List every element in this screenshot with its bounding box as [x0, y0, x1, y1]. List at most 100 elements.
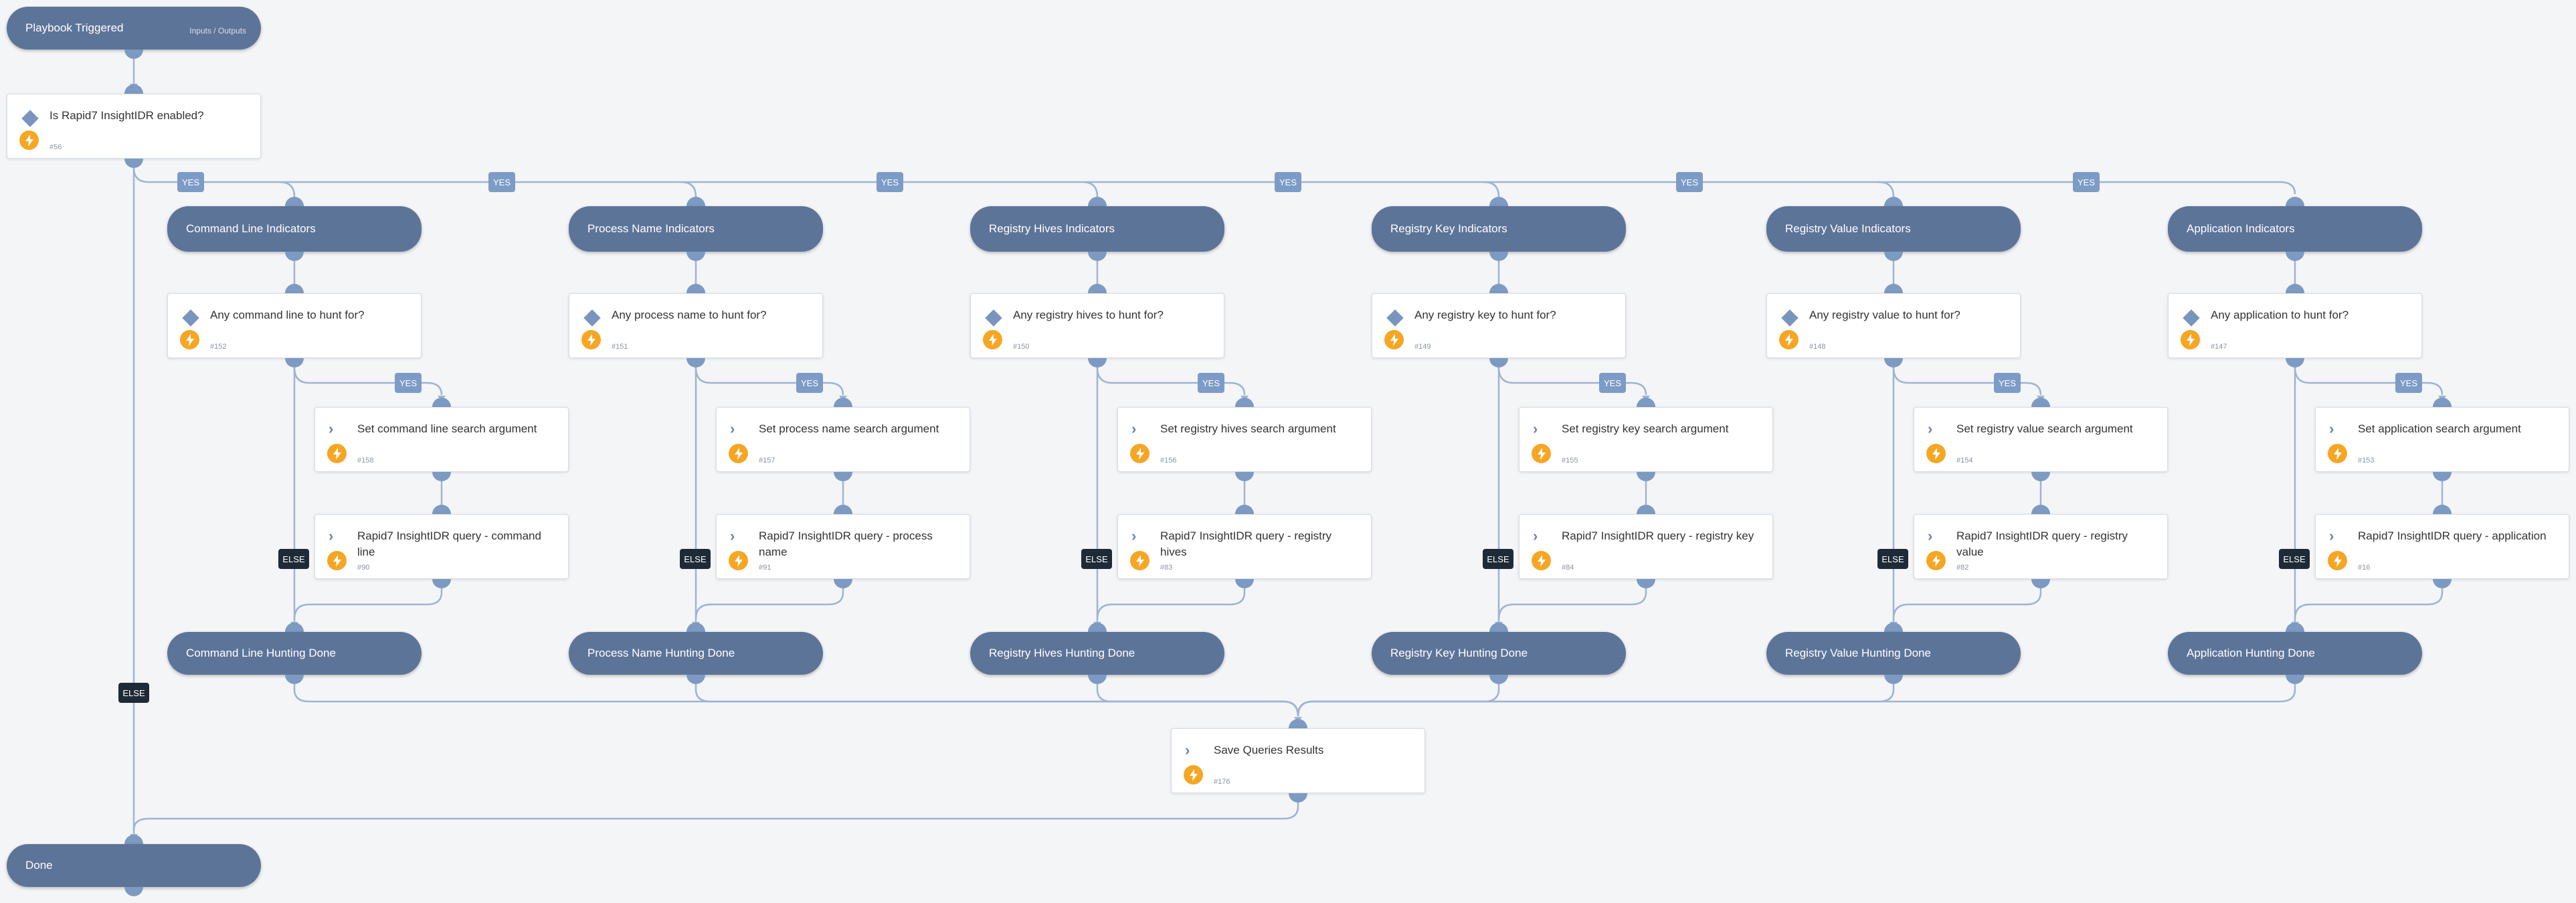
registry-value-section-output-port[interactable] [1884, 252, 1903, 261]
registry-key-hunting-done-node[interactable]: Registry Key Hunting Done [1372, 632, 1626, 675]
start-output-port[interactable] [124, 50, 143, 59]
registry-hives-set-task-output-port[interactable] [1235, 472, 1254, 481]
application-done-output-port[interactable] [2286, 675, 2304, 684]
registry-hives-section-input-port[interactable] [1088, 197, 1107, 206]
registry-value-done-input-port[interactable] [1884, 623, 1903, 632]
registry-key-section-node[interactable]: Registry Key Indicators [1372, 206, 1626, 252]
registry-value-question-condition[interactable]: Any registry value to hunt for?#148 [1766, 293, 2021, 358]
application-set-argument-task[interactable]: ›Set application search argument#153 [2315, 407, 2569, 472]
registry-hives-query-input-port[interactable] [1235, 505, 1254, 514]
command-line-question-output-port[interactable] [285, 358, 304, 367]
registry-hives-section-output-port[interactable] [1088, 252, 1107, 261]
done-node[interactable]: Done [7, 844, 261, 887]
process-name-done-input-port[interactable] [686, 623, 705, 632]
registry-hives-done-output-port[interactable] [1088, 675, 1107, 684]
done-input-port[interactable] [124, 835, 143, 844]
registry-value-query-input-port[interactable] [2031, 505, 2050, 514]
registry-key-question-output-port[interactable] [1489, 358, 1508, 367]
application-query-input-port[interactable] [2433, 505, 2452, 514]
registry-value-section-node[interactable]: Registry Value Indicators [1766, 206, 2021, 252]
registry-hives-set-task-input-port[interactable] [1235, 398, 1254, 407]
registry-hives-done-input-port[interactable] [1088, 623, 1107, 632]
registry-hives-question-condition[interactable]: Any registry hives to hunt for?#150 [970, 293, 1224, 358]
process-name-done-output-port[interactable] [686, 675, 705, 684]
application-hunting-done-node[interactable]: Application Hunting Done [2168, 632, 2422, 675]
registry-hives-section-node[interactable]: Registry Hives Indicators [970, 206, 1224, 252]
inputs-outputs-link[interactable]: Inputs / Outputs [189, 26, 246, 35]
registry-value-set-task-output-port[interactable] [2031, 472, 2050, 481]
process-name-insightidr-query-task[interactable]: ›Rapid7 InsightIDR query - process name#… [716, 514, 970, 579]
command-line-question-input-port[interactable] [285, 284, 304, 293]
process-name-section-input-port[interactable] [686, 197, 705, 206]
rapid7-enabled-condition[interactable]: Is Rapid7 InsightIDR enabled?#56 [7, 94, 261, 159]
registry-key-done-output-port[interactable] [1489, 675, 1508, 684]
registry-key-section-output-port[interactable] [1489, 252, 1508, 261]
registry-hives-query-output-port[interactable] [1235, 579, 1254, 588]
process-name-set-task-output-port[interactable] [834, 472, 852, 481]
registry-key-question-condition[interactable]: Any registry key to hunt for?#149 [1372, 293, 1626, 358]
command-line-set-task-output-port[interactable] [432, 472, 451, 481]
registry-value-hunting-done-node[interactable]: Registry Value Hunting Done [1766, 632, 2021, 675]
command-line-insightidr-query-task[interactable]: ›Rapid7 InsightIDR query - command line#… [314, 514, 569, 579]
process-name-hunting-done-node[interactable]: Process Name Hunting Done [569, 632, 823, 675]
command-line-section-input-port[interactable] [285, 197, 304, 206]
condition-output-port[interactable] [124, 159, 143, 168]
application-question-condition[interactable]: Any application to hunt for?#147 [2168, 293, 2422, 358]
process-name-question-condition[interactable]: Any process name to hunt for?#151 [569, 293, 823, 358]
application-set-task-input-port[interactable] [2433, 398, 2452, 407]
done-output-port[interactable] [124, 887, 143, 896]
save-queries-results-task[interactable]: ›Save Queries Results#176 [1171, 728, 1425, 793]
application-question-output-port[interactable] [2286, 358, 2304, 367]
command-line-section-node[interactable]: Command Line Indicators [167, 206, 422, 252]
command-line-set-task-input-port[interactable] [432, 398, 451, 407]
process-name-query-output-port[interactable] [834, 579, 852, 588]
registry-value-question-output-port[interactable] [1884, 358, 1903, 367]
registry-key-set-task-output-port[interactable] [1637, 472, 1655, 481]
registry-value-section-input-port[interactable] [1884, 197, 1903, 206]
process-name-question-input-port[interactable] [686, 284, 705, 293]
process-name-set-task-input-port[interactable] [834, 398, 852, 407]
registry-key-insightidr-query-task[interactable]: ›Rapid7 InsightIDR query - registry key#… [1519, 514, 1773, 579]
process-name-set-argument-task[interactable]: ›Set process name search argument#157 [716, 407, 970, 472]
registry-key-section-input-port[interactable] [1489, 197, 1508, 206]
registry-key-query-input-port[interactable] [1637, 505, 1655, 514]
command-line-done-input-port[interactable] [285, 623, 304, 632]
application-query-output-port[interactable] [2433, 579, 2452, 588]
command-line-set-argument-task[interactable]: ›Set command line search argument#158 [314, 407, 569, 472]
process-name-section-node[interactable]: Process Name Indicators [569, 206, 823, 252]
process-name-query-input-port[interactable] [834, 505, 852, 514]
command-line-question-condition[interactable]: Any command line to hunt for?#152 [167, 293, 422, 358]
application-question-input-port[interactable] [2286, 284, 2304, 293]
registry-key-set-argument-task[interactable]: ›Set registry key search argument#155 [1519, 407, 1773, 472]
registry-hives-set-argument-task[interactable]: ›Set registry hives search argument#156 [1117, 407, 1372, 472]
registry-hives-insightidr-query-task[interactable]: ›Rapid7 InsightIDR query - registry hive… [1117, 514, 1372, 579]
registry-value-question-input-port[interactable] [1884, 284, 1903, 293]
process-name-question-output-port[interactable] [686, 358, 705, 367]
registry-hives-question-input-port[interactable] [1088, 284, 1107, 293]
registry-value-set-argument-task[interactable]: ›Set registry value search argument#154 [1914, 407, 2168, 472]
registry-key-done-input-port[interactable] [1489, 623, 1508, 632]
command-line-section-output-port[interactable] [285, 252, 304, 261]
application-section-output-port[interactable] [2286, 252, 2304, 261]
command-line-hunting-done-node[interactable]: Command Line Hunting Done [167, 632, 422, 675]
registry-value-insightidr-query-task[interactable]: ›Rapid7 InsightIDR query - registry valu… [1914, 514, 2168, 579]
registry-value-done-output-port[interactable] [1884, 675, 1903, 684]
registry-value-set-task-input-port[interactable] [2031, 398, 2050, 407]
application-insightidr-query-task[interactable]: ›Rapid7 InsightIDR query - application#1… [2315, 514, 2569, 579]
registry-key-query-output-port[interactable] [1637, 579, 1655, 588]
process-name-section-output-port[interactable] [686, 252, 705, 261]
registry-key-question-input-port[interactable] [1489, 284, 1508, 293]
command-line-query-output-port[interactable] [432, 579, 451, 588]
application-section-input-port[interactable] [2286, 197, 2304, 206]
command-line-query-input-port[interactable] [432, 505, 451, 514]
application-set-task-output-port[interactable] [2433, 472, 2452, 481]
registry-key-set-task-input-port[interactable] [1637, 398, 1655, 407]
application-done-input-port[interactable] [2286, 623, 2304, 632]
condition-input-port[interactable] [124, 84, 143, 94]
save-results-output-port[interactable] [1289, 793, 1307, 803]
registry-value-query-output-port[interactable] [2031, 579, 2050, 588]
registry-hives-hunting-done-node[interactable]: Registry Hives Hunting Done [970, 632, 1224, 675]
registry-hives-question-output-port[interactable] [1088, 358, 1107, 367]
command-line-done-output-port[interactable] [285, 675, 304, 684]
